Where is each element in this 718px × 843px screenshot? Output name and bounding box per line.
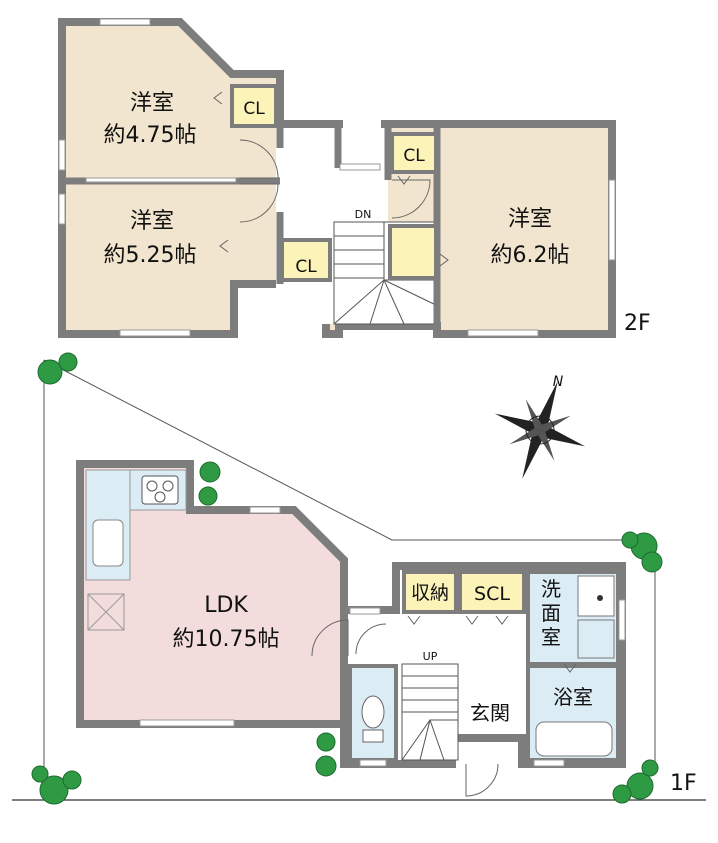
room-size: 約6.2帖 (491, 243, 570, 268)
room-name: 洋室 (508, 207, 552, 232)
stair-dn-label: DN (355, 208, 372, 221)
room-name: 洋室 (130, 91, 174, 116)
closet-label: CL (403, 146, 425, 166)
floor-label-1f: 1F (670, 771, 697, 796)
room-name: 洋室 (130, 209, 174, 234)
sink-icon (92, 519, 124, 567)
closet-cl (390, 132, 438, 174)
tree-icon (31, 352, 663, 805)
closet-cl (280, 238, 332, 282)
floor-2f: DN (58, 18, 651, 338)
washbasin-icon (577, 619, 615, 659)
stove-icon (141, 475, 179, 505)
wall (76, 460, 348, 728)
closet-label: CL (243, 99, 265, 119)
compass-north-label: N (553, 374, 564, 390)
bathtub-icon (535, 721, 613, 757)
closet-cl (230, 84, 278, 128)
washroom-label: 洗 (541, 577, 561, 601)
storage-label: 収納 (411, 582, 449, 604)
room-name: LDK (204, 593, 248, 618)
closet (388, 224, 438, 280)
stair-up-label: UP (423, 650, 438, 663)
bath-label: 浴室 (553, 685, 593, 709)
closet-label: CL (295, 257, 317, 277)
toilet-icon (361, 695, 385, 743)
room-size: 約4.75帖 (104, 123, 197, 148)
fridge-space (87, 593, 125, 631)
washroom-label: 室 (541, 625, 561, 649)
shoe-closet (458, 570, 526, 614)
site-boundary (12, 359, 706, 801)
washroom-label: 面 (541, 601, 561, 625)
floor-label-2f: 2F (624, 311, 651, 336)
entrance-label: 玄関 (470, 701, 510, 725)
washer-icon (577, 575, 615, 617)
shoe-closet-label: SCL (474, 583, 510, 605)
room-size: 約10.75帖 (173, 627, 280, 652)
storage (402, 570, 458, 614)
floor-1f: UP LDK 約10.75帖 収納 (76, 460, 697, 797)
room-size: 約5.25帖 (104, 243, 197, 268)
compass-icon (494, 381, 586, 479)
